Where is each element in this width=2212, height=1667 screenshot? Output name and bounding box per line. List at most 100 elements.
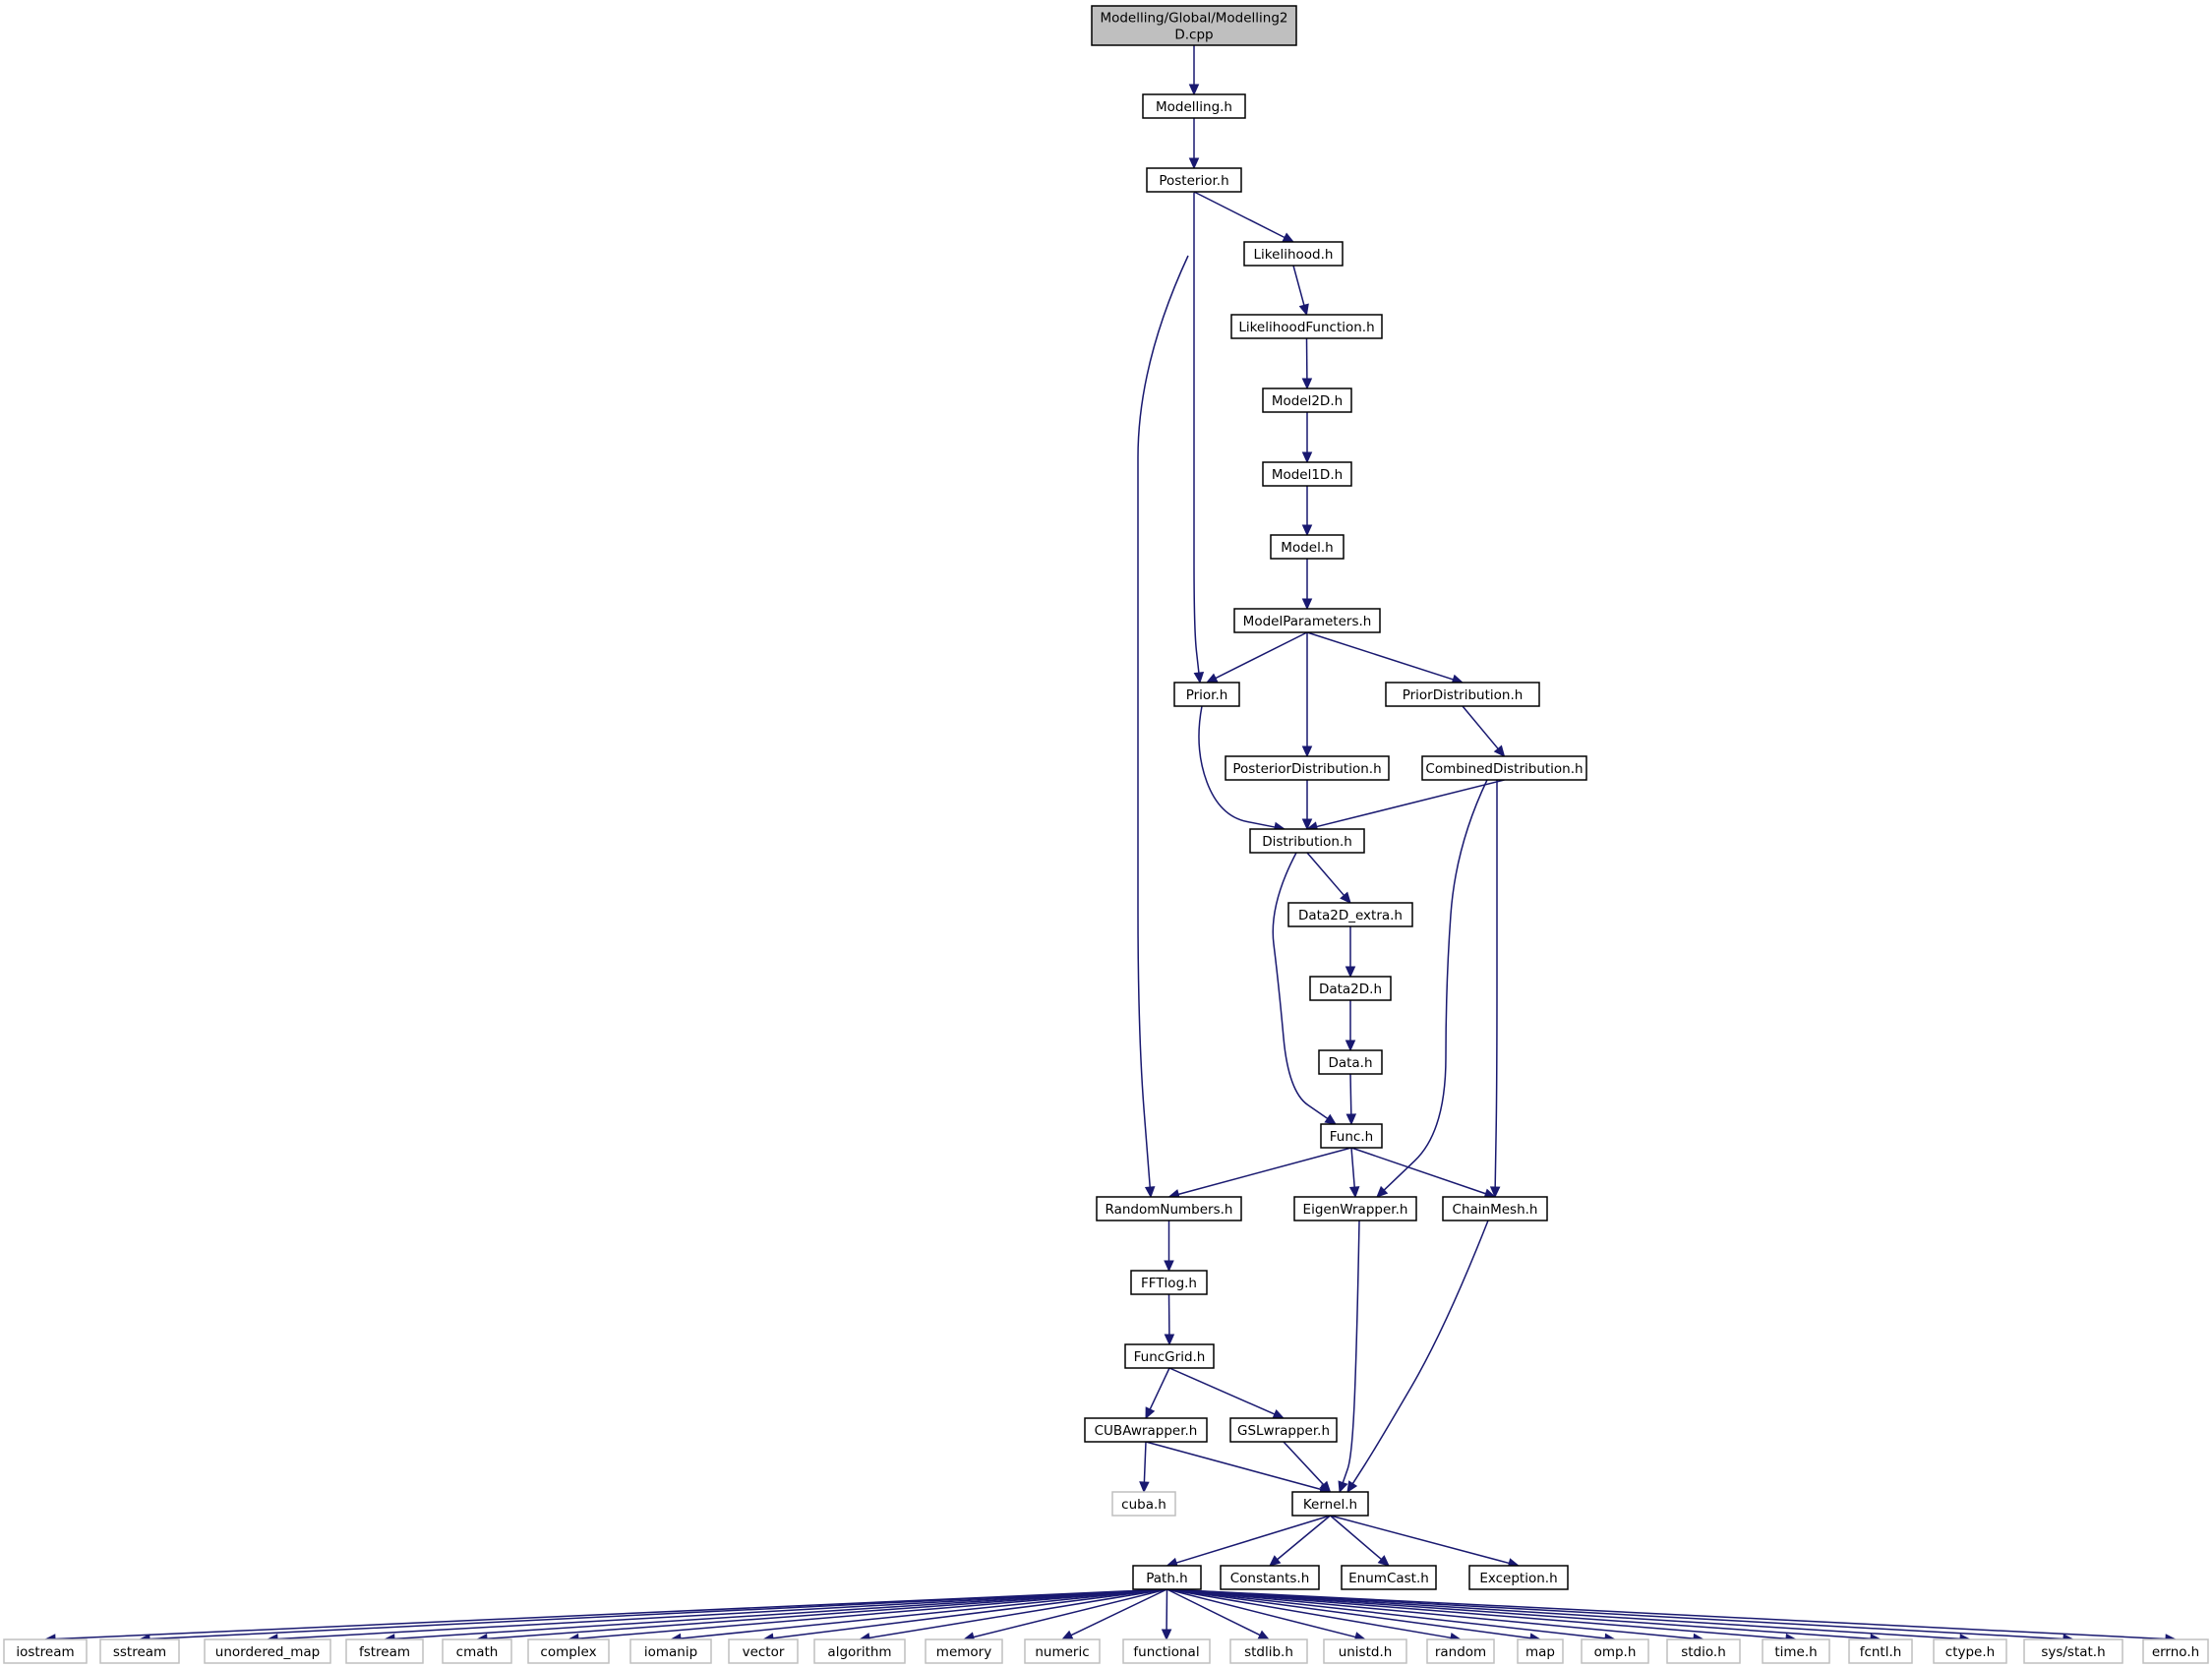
edge-path-to-vector <box>761 1588 1167 1643</box>
node-label: vector <box>743 1644 785 1660</box>
node-likelihoodfunction[interactable]: LikelihoodFunction.h <box>1230 314 1383 339</box>
node-label: unordered_map <box>215 1644 320 1660</box>
node-model1d[interactable]: Model1D.h <box>1262 461 1352 487</box>
node-box <box>1426 1638 1495 1664</box>
node-box <box>1323 1638 1407 1664</box>
node-sstream: sstream <box>99 1638 180 1664</box>
node-sys-stat-h: sys/stat.h <box>2023 1638 2123 1664</box>
node-box <box>1517 1638 1564 1664</box>
arrowhead <box>1301 818 1313 831</box>
node-chainmesh[interactable]: ChainMesh.h <box>1442 1196 1548 1221</box>
node-data2d-extra[interactable]: Data2D_extra.h <box>1287 902 1413 927</box>
node-box <box>1142 93 1246 119</box>
node-box <box>1341 1565 1437 1590</box>
node-label: PosteriorDistribution.h <box>1232 761 1381 777</box>
node-posteriordistribution[interactable]: PosteriorDistribution.h <box>1225 755 1390 781</box>
node-prior[interactable]: Prior.h <box>1173 682 1240 707</box>
node-box <box>1320 1123 1383 1149</box>
edge-data-to-func <box>1345 1073 1357 1126</box>
node-cubawrapper[interactable]: CUBAwrapper.h <box>1084 1417 1208 1443</box>
edge-line <box>680 1588 1167 1639</box>
edge-line <box>1272 852 1329 1119</box>
node-priordistribution[interactable]: PriorDistribution.h <box>1385 682 1540 707</box>
node-data[interactable]: Data.h <box>1318 1049 1383 1075</box>
edge-posteriordistribution-to-distribution <box>1301 780 1313 831</box>
node-fftlog[interactable]: FFTlog.h <box>1130 1270 1208 1295</box>
node-label: Exception.h <box>1479 1571 1557 1586</box>
node-box <box>3 1638 88 1664</box>
edge-line <box>1351 1220 1489 1484</box>
edge-path-to-ctype-h <box>1166 1588 1972 1644</box>
node-enumcast[interactable]: EnumCast.h <box>1341 1565 1437 1590</box>
node-constants[interactable]: Constants.h <box>1220 1565 1320 1590</box>
edge-line <box>868 1588 1167 1639</box>
node-model2d[interactable]: Model2D.h <box>1262 387 1352 413</box>
edge-line <box>1350 1147 1486 1195</box>
edge-kernel-to-constants <box>1269 1515 1331 1567</box>
edge-line <box>1316 779 1505 828</box>
node-box <box>1291 1491 1369 1517</box>
node-label: Posterior.h <box>1159 173 1228 189</box>
node-model[interactable]: Model.h <box>1270 534 1345 560</box>
arrowhead <box>1319 1480 1332 1493</box>
node-funcgrid[interactable]: FuncGrid.h <box>1124 1343 1215 1369</box>
edge-line <box>1306 631 1454 681</box>
node-label: stdlib.h <box>1244 1644 1293 1660</box>
edge-path-to-map <box>1166 1588 1542 1643</box>
edge-line <box>577 1588 1167 1639</box>
edge-eigenwrapper-to-kernel <box>1338 1220 1360 1494</box>
node-label: map <box>1525 1644 1555 1660</box>
edge-fftlog-to-funcgrid <box>1164 1293 1175 1346</box>
arrowhead <box>1205 673 1219 684</box>
node-random: random <box>1426 1638 1495 1664</box>
node-time-h: time.h <box>1762 1638 1830 1664</box>
node-data2d[interactable]: Data2D.h <box>1309 976 1392 1001</box>
edge-kernel-to-enumcast <box>1330 1515 1390 1567</box>
edge-combineddistribution-to-eigenwrapper <box>1376 779 1488 1198</box>
node-gslwrapper[interactable]: GSLwrapper.h <box>1229 1417 1338 1443</box>
node-complex: complex <box>527 1638 610 1664</box>
edge-line <box>149 1588 1167 1640</box>
edge-line <box>1349 1073 1352 1115</box>
node-path[interactable]: Path.h <box>1132 1565 1202 1590</box>
node-posterior[interactable]: Posterior.h <box>1146 167 1242 193</box>
edge-line <box>1166 1588 1872 1640</box>
node-kernel[interactable]: Kernel.h <box>1291 1491 1369 1517</box>
node-label: functional <box>1133 1644 1199 1660</box>
edge-line <box>1166 1588 1531 1639</box>
edge-chainmesh-to-kernel <box>1346 1220 1489 1494</box>
nodes-layer: Modelling/Global/Modelling2D.cppModellin… <box>3 5 2209 1664</box>
node-exception[interactable]: Exception.h <box>1468 1565 1569 1590</box>
node-combineddistribution[interactable]: CombinedDistribution.h <box>1421 755 1587 781</box>
node-modelling[interactable]: Modelling.h <box>1142 93 1246 119</box>
node-box <box>345 1638 424 1664</box>
node-modelparameters[interactable]: ModelParameters.h <box>1233 608 1381 633</box>
node-likelihood[interactable]: Likelihood.h <box>1243 241 1344 267</box>
node-label: numeric <box>1035 1644 1089 1660</box>
edge-combineddistribution-to-distribution <box>1305 779 1505 832</box>
node-randomnumbers[interactable]: RandomNumbers.h <box>1096 1196 1242 1221</box>
edge-model-to-modelparameters <box>1301 559 1313 611</box>
node-label: FuncGrid.h <box>1134 1349 1206 1365</box>
node-eigenwrapper[interactable]: EigenWrapper.h <box>1293 1196 1417 1221</box>
arrowhead <box>1193 671 1205 685</box>
edge-line <box>1193 191 1285 239</box>
node-label: EnumCast.h <box>1348 1571 1429 1586</box>
node-func[interactable]: Func.h <box>1320 1123 1383 1149</box>
node-memory: memory <box>925 1638 1003 1664</box>
arrowhead <box>1282 232 1295 243</box>
node-unistd-h: unistd.h <box>1323 1638 1407 1664</box>
edge-line <box>1166 1588 1787 1639</box>
edge-line <box>276 1588 1167 1640</box>
node-box <box>1229 1417 1338 1443</box>
node-distribution[interactable]: Distribution.h <box>1249 828 1365 854</box>
node-label: Path.h <box>1146 1571 1188 1586</box>
edge-line <box>1494 780 1498 1188</box>
node-box <box>2142 1638 2209 1664</box>
node-box <box>1146 167 1242 193</box>
node-cuba: cuba.h <box>1111 1491 1176 1517</box>
node-label: Data.h <box>1328 1055 1372 1071</box>
arrowhead <box>1338 1480 1348 1494</box>
node-label: LikelihoodFunction.h <box>1238 320 1374 335</box>
